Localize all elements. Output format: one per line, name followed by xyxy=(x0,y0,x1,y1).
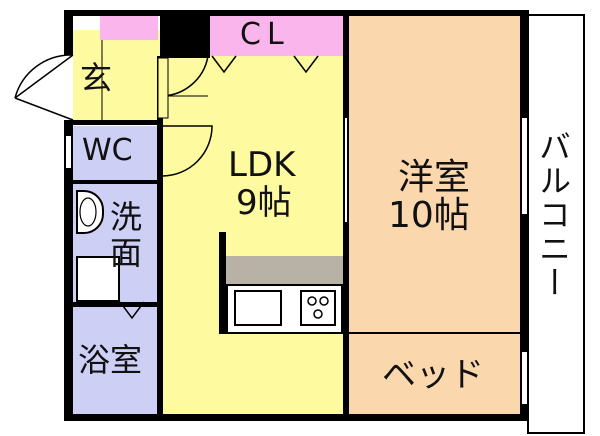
wall-wc-bottom xyxy=(73,180,160,184)
western-room-label: 洋室 xyxy=(398,157,471,198)
ldk-label: LDK xyxy=(228,145,296,185)
window-left xyxy=(64,134,73,170)
window-right-upper xyxy=(520,116,529,216)
ldk-size-label: 9帖 xyxy=(236,183,292,223)
wall-left-bottom xyxy=(64,120,73,420)
bed-area xyxy=(346,334,527,416)
western-room-area xyxy=(346,14,527,334)
shoe-cabinet xyxy=(100,14,158,40)
wall-entrance-bottom xyxy=(73,120,160,125)
entrance-label: 玄 xyxy=(80,59,113,97)
ldk-area xyxy=(160,56,346,416)
sink-basin xyxy=(234,290,282,326)
wall-closet-block xyxy=(160,14,210,58)
wall-top xyxy=(64,10,529,16)
closet-label: CL xyxy=(240,17,290,52)
wall-bottom xyxy=(64,414,529,421)
washer xyxy=(76,256,120,302)
kitchen-counter xyxy=(226,256,343,284)
entrance-area xyxy=(73,30,160,120)
bathroom-area xyxy=(73,306,160,416)
wc-label: WC xyxy=(82,133,133,168)
wall-ldk-left xyxy=(157,56,163,416)
wall-bed-divider xyxy=(346,332,522,334)
bed-label: ベッド xyxy=(382,355,484,395)
balcony-label: バルコニー xyxy=(534,130,572,300)
window-ldk-room xyxy=(343,116,349,224)
wall-kitchen-divider xyxy=(219,232,226,334)
wall-wash-bottom xyxy=(73,302,160,307)
wc-area xyxy=(73,126,160,182)
stove xyxy=(300,290,336,326)
bathroom-label: 浴室 xyxy=(78,341,143,379)
western-room-size-label: 10帖 xyxy=(388,195,470,236)
closet-area xyxy=(210,14,346,56)
window-right-lower xyxy=(520,350,529,406)
wall-left-top xyxy=(64,10,73,55)
washroom-label: 洗面 xyxy=(105,200,143,272)
